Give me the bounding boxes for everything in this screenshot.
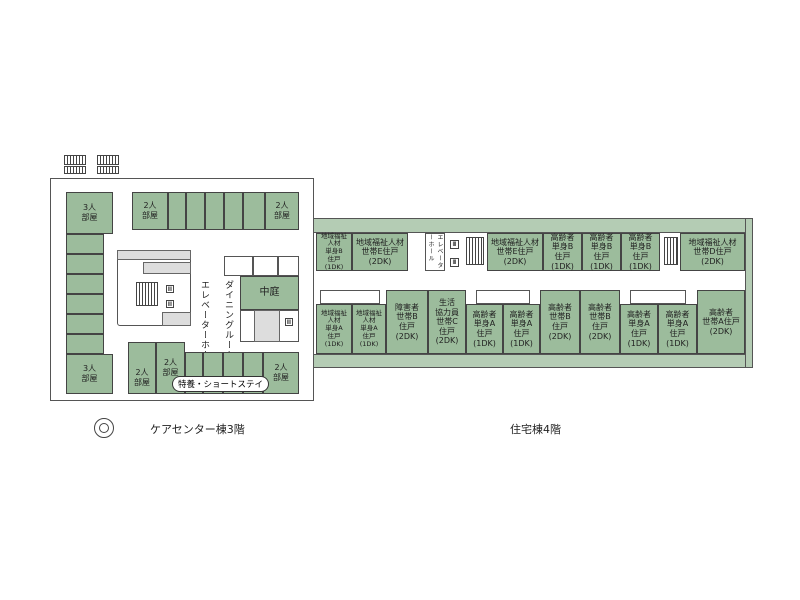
unit: 高齢者 単身A 住戸 (1DK) [620, 304, 658, 354]
room [66, 334, 104, 354]
unit: 高齢者 単身A 住戸 (1DK) [658, 304, 697, 354]
unit: 地域福祉 人材 単身A 住戸 (1DK) [316, 304, 352, 354]
room [224, 256, 253, 276]
unit: 高齢者 単身A 住戸 (1DK) [503, 304, 540, 354]
unit: 地域福祉 人材 単身B 住戸 (1DK) [316, 232, 352, 271]
storage [630, 290, 686, 304]
room-3-person: 3人 部屋 [66, 354, 113, 394]
elevator-circle-icon [94, 418, 114, 438]
unit: 高齢者 単身B 住戸 (1DK) [543, 233, 582, 271]
elevator-hall-label: エレベーターホール [425, 233, 445, 271]
unit-label-tokuyou-short-stay: 特養・ショートステイ [172, 376, 270, 392]
room-2-person: 2人 部屋 [265, 192, 299, 230]
room [278, 256, 299, 276]
storage [143, 262, 191, 274]
room [224, 192, 243, 230]
room [66, 314, 104, 334]
corridor-top [313, 218, 753, 233]
unit: 生活 協力員 世帯C 住戸 (2DK) [428, 290, 466, 354]
unit: 地域福祉 人材 単身A 住戸 (1DK) [352, 304, 386, 354]
room [205, 192, 224, 230]
unit: 高齢者 単身A 住戸 (1DK) [466, 304, 503, 354]
room-3-person: 3人 部屋 [66, 192, 113, 234]
room [66, 254, 104, 274]
room [66, 274, 104, 294]
unit: 高齢者 世帯A住戸 (2DK) [697, 290, 745, 354]
stairs-icon [64, 166, 86, 174]
courtyard: 中庭 [240, 276, 299, 310]
storage [476, 290, 530, 304]
unit: 高齢者 単身B 住戸 (1DK) [582, 233, 621, 271]
room [66, 234, 104, 254]
stairs-icon [664, 237, 678, 265]
room [253, 256, 278, 276]
elevator-icon: Ⅲ [285, 318, 293, 326]
elevator-icon: Ⅲ [166, 285, 174, 293]
housing-caption: 住宅棟4階 [510, 423, 561, 436]
stairs-icon [466, 237, 484, 265]
room-2-person: 2人 部屋 [263, 352, 299, 394]
elevator-circle-icon [99, 423, 109, 433]
corridor-right [745, 218, 753, 368]
unit: 高齢者 世帯B 住戸 (2DK) [580, 290, 620, 354]
unit: 地域福祉人材 世帯E住戸 (2DK) [487, 233, 543, 271]
room-2-person: 2人 部屋 [128, 362, 156, 394]
storage [254, 310, 280, 342]
elevator-icon: Ⅲ [166, 300, 174, 308]
room-2-person: 2人 部屋 [132, 192, 168, 230]
unit: 障害者 世帯B 住戸 (2DK) [386, 290, 428, 354]
stairs-icon [64, 155, 86, 165]
elevator-hall-label: エレベーターホール [199, 280, 209, 370]
storage [117, 250, 191, 260]
corridor-bottom [313, 354, 753, 368]
unit: 高齢者 単身B 住戸 (1DK) [621, 233, 660, 271]
room [66, 294, 104, 314]
storage [320, 290, 380, 304]
unit: 高齢者 世帯B 住戸 (2DK) [540, 290, 580, 354]
elevator-icon: Ⅲ [450, 240, 459, 249]
dining-room-label: ダイニングルーム [223, 280, 233, 360]
stairs-icon [97, 155, 119, 165]
room [186, 192, 205, 230]
care-center-caption: ケアセンター棟3階 [150, 423, 245, 436]
room [168, 192, 186, 230]
stairs-icon [136, 282, 158, 306]
unit: 地域福祉人材 世帯E住戸 (2DK) [352, 233, 408, 271]
stairs-icon [97, 166, 119, 174]
storage [162, 312, 191, 326]
unit: 地域福祉人材 世帯D住戸 (2DK) [680, 233, 745, 271]
elevator-icon: Ⅲ [450, 258, 459, 267]
room [243, 192, 265, 230]
